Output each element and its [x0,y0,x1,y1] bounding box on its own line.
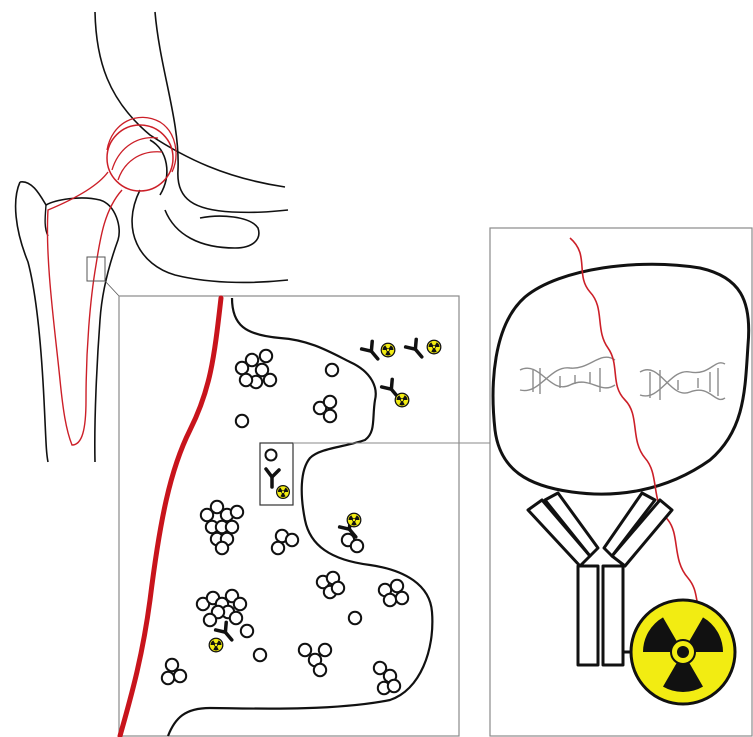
marrow-cell [162,672,174,684]
radiation-trefoil-icon [381,343,395,357]
marrow-cell [246,354,258,366]
marrow-cell [272,542,284,554]
marrow-cell [230,612,242,624]
pelvis-acetabulum-rim [150,140,167,195]
marrow-cell [174,670,186,682]
marrow-cell [234,598,246,610]
marrow-cell [240,374,252,386]
marrow-cell [260,350,272,362]
marrow-cell [166,659,178,671]
marrow-cell [332,582,344,594]
marrow-cell [299,644,311,656]
cell-nucleus-detail [490,228,752,736]
radiation-trefoil-icon [395,393,409,407]
radiation-trefoil-icon [631,600,735,704]
marrow-cell [391,580,403,592]
marrow-cell [396,592,408,604]
marrow-cell [351,540,363,552]
radiation-trefoil-icon [209,638,223,652]
marrow-cell [388,680,400,692]
marrow-cell [216,542,228,554]
marrow-cell [204,614,216,626]
pelvis-ischium [165,210,259,248]
radiation-trefoil-icon [347,513,361,527]
marrow-cell [319,644,331,656]
marrow-cell [314,664,326,676]
marrow-cell [266,450,277,461]
marrow-cell [236,415,248,427]
pelvis-lower-arc [132,190,288,282]
marrow-cell [326,364,338,376]
zoom-line [105,281,119,296]
marrow-cell [264,374,276,386]
marrow-cell [286,534,298,546]
marrow-cell [226,521,238,533]
marrow-cell [231,506,243,518]
femur-marrow-cavity [47,172,122,445]
bone-marrow-magnified [119,296,490,736]
marrow-cell [241,625,253,637]
marrow-cell [349,612,361,624]
marrow-cell [384,594,396,606]
pelvis-outline-upper [95,12,285,187]
radionuclide [277,486,290,499]
marrow-cell [324,396,336,408]
marrow-cell [324,410,336,422]
radiation-trefoil-icon [427,340,441,354]
pelvis-outline-inner [155,12,288,212]
marrow-cell [254,649,266,661]
